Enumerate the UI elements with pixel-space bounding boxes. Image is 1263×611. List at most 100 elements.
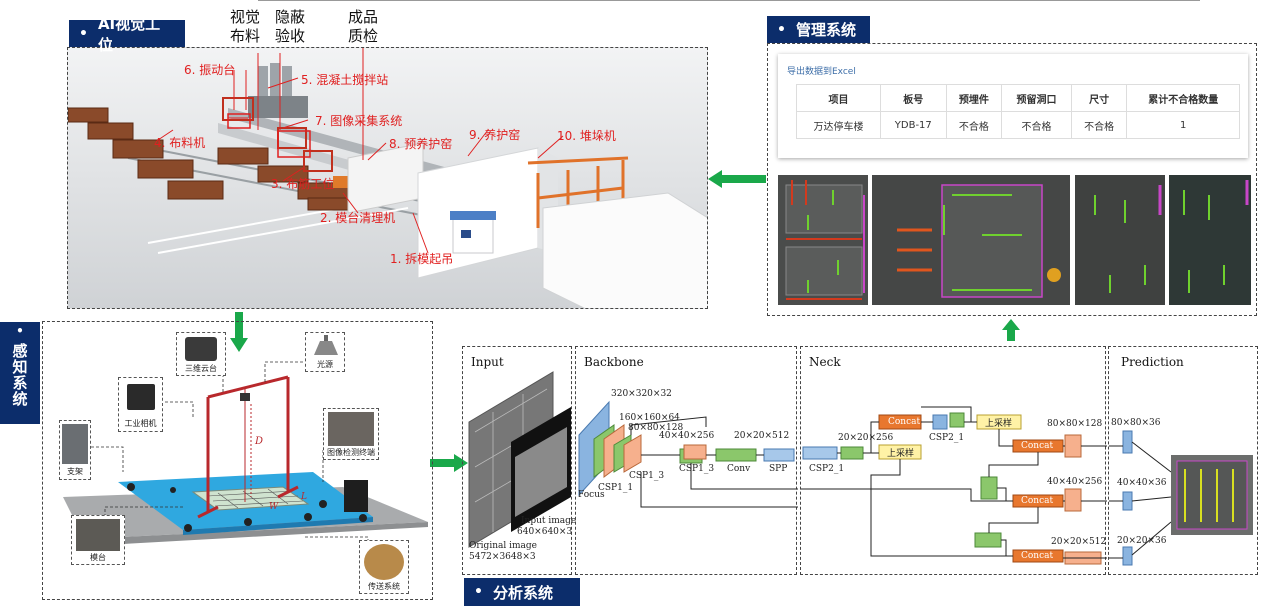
th-openings: 预留洞口 <box>1001 84 1072 112</box>
station-6-label: 6. 振动台 <box>184 63 236 77</box>
th-size: 尺寸 <box>1070 84 1128 112</box>
lamp-icon <box>314 335 338 355</box>
input-image-label: Input image <box>521 516 577 526</box>
camera-caption: 工业相机 <box>124 419 157 428</box>
cell-defect-count: 1 <box>1126 111 1240 139</box>
inspection-image-4 <box>1169 175 1251 305</box>
support-caption: 支架 <box>67 467 83 476</box>
neck-dim-4: 20×20×512 <box>1051 537 1107 547</box>
pred-dim-2: 40×40×36 <box>1117 478 1167 488</box>
neck-blocks <box>801 406 1107 565</box>
gimbal-icon <box>185 337 217 361</box>
dim-w: W <box>269 502 279 512</box>
light-source-caption: 光源 <box>317 360 333 369</box>
perception-panel: 三维云台 光源 工业相机 支架 图像检测终端 模台 传送系统 D L W <box>42 321 433 600</box>
concat-4-label: Concat <box>1021 551 1054 561</box>
concat-1-label: Concat <box>888 417 921 427</box>
csp2-1b-label: CSP2_1 <box>929 433 965 443</box>
table-header-row: 项目 板号 预埋件 预留洞口 尺寸 累计不合格数量 <box>795 84 1240 112</box>
management-card: 导出数据到Excel 项目 板号 预埋件 预留洞口 尺寸 累计不合格数量 万达停… <box>778 54 1248 158</box>
table-row[interactable]: 万达停车楼 YDB-17 不合格 不合格 不合格 1 <box>795 111 1240 139</box>
neck-dim-2: 80×80×128 <box>1047 419 1103 429</box>
ai-station-panel: 6. 振动台 5. 混凝土搅拌站 7. 图像采集系统 4. 布料机 8. 预养护… <box>67 47 708 309</box>
arrow-mgmt-to-station <box>708 170 766 188</box>
input-images <box>468 371 571 548</box>
station-5-label: 5. 混凝土搅拌站 <box>301 73 389 87</box>
station-2-label: 2. 模台清理机 <box>320 211 396 225</box>
analysis-title: •分析系统 <box>464 578 580 606</box>
station-10-label: 10. 堆垛机 <box>557 129 616 143</box>
mold-table-icon <box>76 519 120 551</box>
light-source-callout: 光源 <box>305 332 345 372</box>
gimbal-callout: 三维云台 <box>176 332 226 376</box>
prediction-blocks <box>1109 430 1253 566</box>
pred-dim-1: 80×80×36 <box>1111 418 1161 428</box>
backbone-section: Backbone 320×320×32 160×160×64 80×80×128… <box>575 346 798 575</box>
mold-table-caption: 模台 <box>90 553 106 562</box>
input-image-size: 640×640×3 <box>517 527 573 537</box>
terminal-caption: 图像检测终端 <box>327 448 375 457</box>
defect-table: 项目 板号 预埋件 预留洞口 尺寸 累计不合格数量 万达停车楼 YDB-17 不… <box>795 84 1240 139</box>
pred-dim-3: 20×20×36 <box>1117 536 1167 546</box>
dim-l: L <box>301 492 307 502</box>
cell-openings: 不合格 <box>1001 111 1072 139</box>
neck-dim-1: 20×20×256 <box>838 433 894 443</box>
original-image-size: 5472×3648×3 <box>469 552 536 562</box>
input-section: Input Input image 640×640×3 Original ima… <box>462 346 576 575</box>
label-hidden-acceptance: 隐蔽验收 <box>275 8 306 45</box>
inspection-image-3 <box>1075 175 1165 305</box>
arrow-station-to-perception <box>230 312 248 352</box>
station-4-label: 4. 布料机 <box>154 136 206 150</box>
station-1-label: 1. 拆模起吊 <box>390 252 454 266</box>
inspection-image-1 <box>778 175 868 305</box>
cell-size: 不合格 <box>1070 111 1128 139</box>
concat-3-label: Concat <box>1021 496 1054 506</box>
camera-icon <box>127 384 155 410</box>
support-icon <box>62 424 88 464</box>
inspection-image-2 <box>872 175 1070 305</box>
upsample-1-label: 上采样 <box>887 449 915 459</box>
camera-callout: 工业相机 <box>118 377 163 432</box>
management-panel: 导出数据到Excel 项目 板号 预埋件 预留洞口 尺寸 累计不合格数量 万达停… <box>767 43 1257 316</box>
prediction-title: Prediction <box>1121 355 1184 369</box>
neck-title: Neck <box>809 355 841 369</box>
station-8-label: 8. 预养护窑 <box>389 137 453 151</box>
station-9-label: 9. 养护窑 <box>469 128 521 142</box>
terminal-callout: 图像检测终端 <box>323 408 379 460</box>
backbone-dim-2: 160×160×64 <box>619 413 680 423</box>
neck-dim-3: 40×40×256 <box>1047 477 1103 487</box>
concat-2-label: Concat <box>1021 441 1054 451</box>
terminal-icon <box>328 412 374 446</box>
station-7-label: 7. 图像采集系统 <box>315 114 403 128</box>
neck-section: Neck <box>800 346 1107 575</box>
perception-title: • 感知系统 <box>0 322 40 424</box>
export-excel-link[interactable]: 导出数据到Excel <box>787 67 856 77</box>
label-vision-layout: 视觉布料 <box>230 8 261 45</box>
perception-rig <box>63 344 428 547</box>
spp-label: SPP <box>769 464 788 474</box>
mold-table-callout: 模台 <box>71 515 125 565</box>
management-title: •管理系统 <box>767 16 870 43</box>
top-rule <box>258 0 1200 1</box>
gimbal-caption: 三维云台 <box>185 364 217 373</box>
backbone-dim-5: 20×20×512 <box>734 431 790 441</box>
station-3-label: 3. 布筋工位 <box>271 177 335 191</box>
th-defect-count: 累计不合格数量 <box>1126 84 1240 112</box>
input-title: Input <box>471 355 504 369</box>
csp2-1a-label: CSP2_1 <box>809 464 845 474</box>
upsample-2-label: 上采样 <box>985 419 1013 429</box>
backbone-dim-3: 80×80×128 <box>628 423 684 433</box>
conveyor-caption: 传送系统 <box>368 582 400 591</box>
label-product-inspection: 成品质检 <box>348 8 379 45</box>
cell-board-no: YDB-17 <box>880 111 947 139</box>
csp1-3a-label: CSP1_3 <box>629 471 665 481</box>
cell-project: 万达停车楼 <box>795 111 882 139</box>
th-board-no: 板号 <box>880 84 947 112</box>
support-callout: 支架 <box>59 420 91 480</box>
backbone-title: Backbone <box>584 355 644 369</box>
prediction-section: Prediction 80×80×36 40×40×36 20×20×36 <box>1108 346 1258 575</box>
backbone-dim-4: 40×40×256 <box>659 431 715 441</box>
csp1-3b-label: CSP1_3 <box>679 464 715 474</box>
arrow-analysis-to-mgmt <box>1002 319 1020 341</box>
th-project: 项目 <box>795 84 882 112</box>
